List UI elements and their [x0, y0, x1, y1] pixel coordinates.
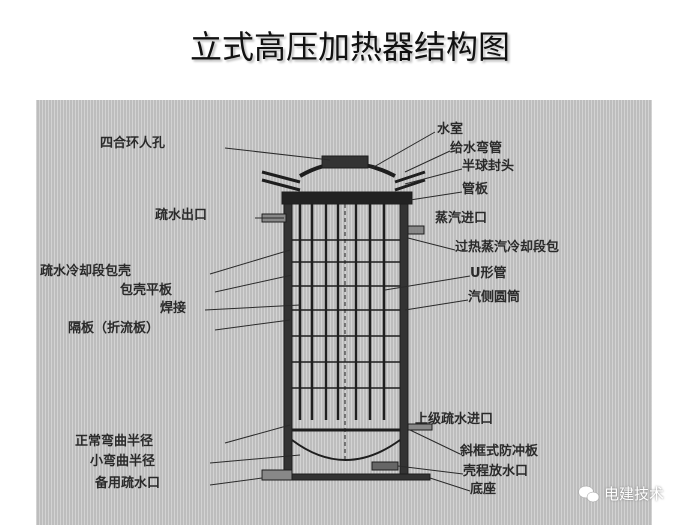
label-steam-inlet: 蒸汽进口 — [435, 210, 487, 226]
label-drain-outlet: 疏水出口 — [155, 207, 207, 223]
vessel — [261, 155, 433, 481]
label-baffle: 隔板（折流板） — [68, 320, 159, 336]
label-small-bend-radius: 小弯曲半径 — [90, 453, 155, 469]
manhole-cover — [321, 155, 369, 169]
label-feedwater-elbow: 给水弯管 — [450, 140, 502, 156]
shell-left — [283, 203, 293, 475]
wechat-icon — [578, 485, 600, 502]
label-spare-drain: 备用疏水口 — [94, 475, 160, 491]
label-shell-drain: 壳程放水口 — [462, 463, 528, 479]
leader-lines — [204, 131, 471, 492]
steam-inlet-nozzle — [407, 225, 425, 235]
label-weld: 焊接 — [160, 300, 186, 316]
label-drain-cooler-shroud: 疏水冷却段包壳 — [40, 263, 131, 279]
watermark-text: 电建技术 — [604, 485, 665, 503]
slide-title: 立式高压加热器结构图 — [189, 28, 510, 66]
label-u-tube: U形管 — [470, 265, 507, 281]
label-hemispherical-head: 半球封头 — [462, 158, 514, 174]
tube-sheet — [281, 191, 413, 205]
upper-drain-nozzle — [407, 423, 433, 431]
label-water-chamber: 水室 — [437, 121, 463, 137]
heater-diagram — [36, 100, 652, 525]
shell-drain-nozzle — [371, 461, 399, 471]
shell-right — [399, 203, 409, 475]
label-manhole: 四合环人孔 — [100, 135, 165, 151]
label-upper-drain-inlet: 上级疏水进口 — [415, 411, 493, 427]
spare-drain-nozzle — [261, 469, 293, 481]
label-impingement-plate: 斜框式防冲板 — [459, 443, 539, 459]
bottom-head — [291, 439, 401, 461]
left-labels: 四合环人孔 疏水出口 疏水冷却段包壳 包壳平板 焊接 隔板（折流板） 正常弯曲半… — [40, 135, 207, 491]
label-base: 底座 — [470, 481, 496, 497]
baffles — [292, 239, 400, 389]
label-normal-bend-radius: 正常弯曲半径 — [75, 433, 153, 449]
right-labels: 水室 给水弯管 半球封头 管板 蒸汽进口 过热蒸汽冷却段包 U形管 汽侧圆筒 上… — [415, 121, 559, 497]
label-desuperheater-shroud: 过热蒸汽冷却段包 — [455, 239, 559, 255]
feedwater-elbows — [261, 170, 426, 192]
u-tubes — [298, 204, 386, 420]
label-tube-sheet: 管板 — [462, 181, 489, 197]
label-steam-side-shell: 汽侧圆筒 — [468, 289, 520, 305]
watermark: 电建技术 — [578, 483, 664, 504]
label-shroud-plate: 包壳平板 — [120, 282, 173, 298]
